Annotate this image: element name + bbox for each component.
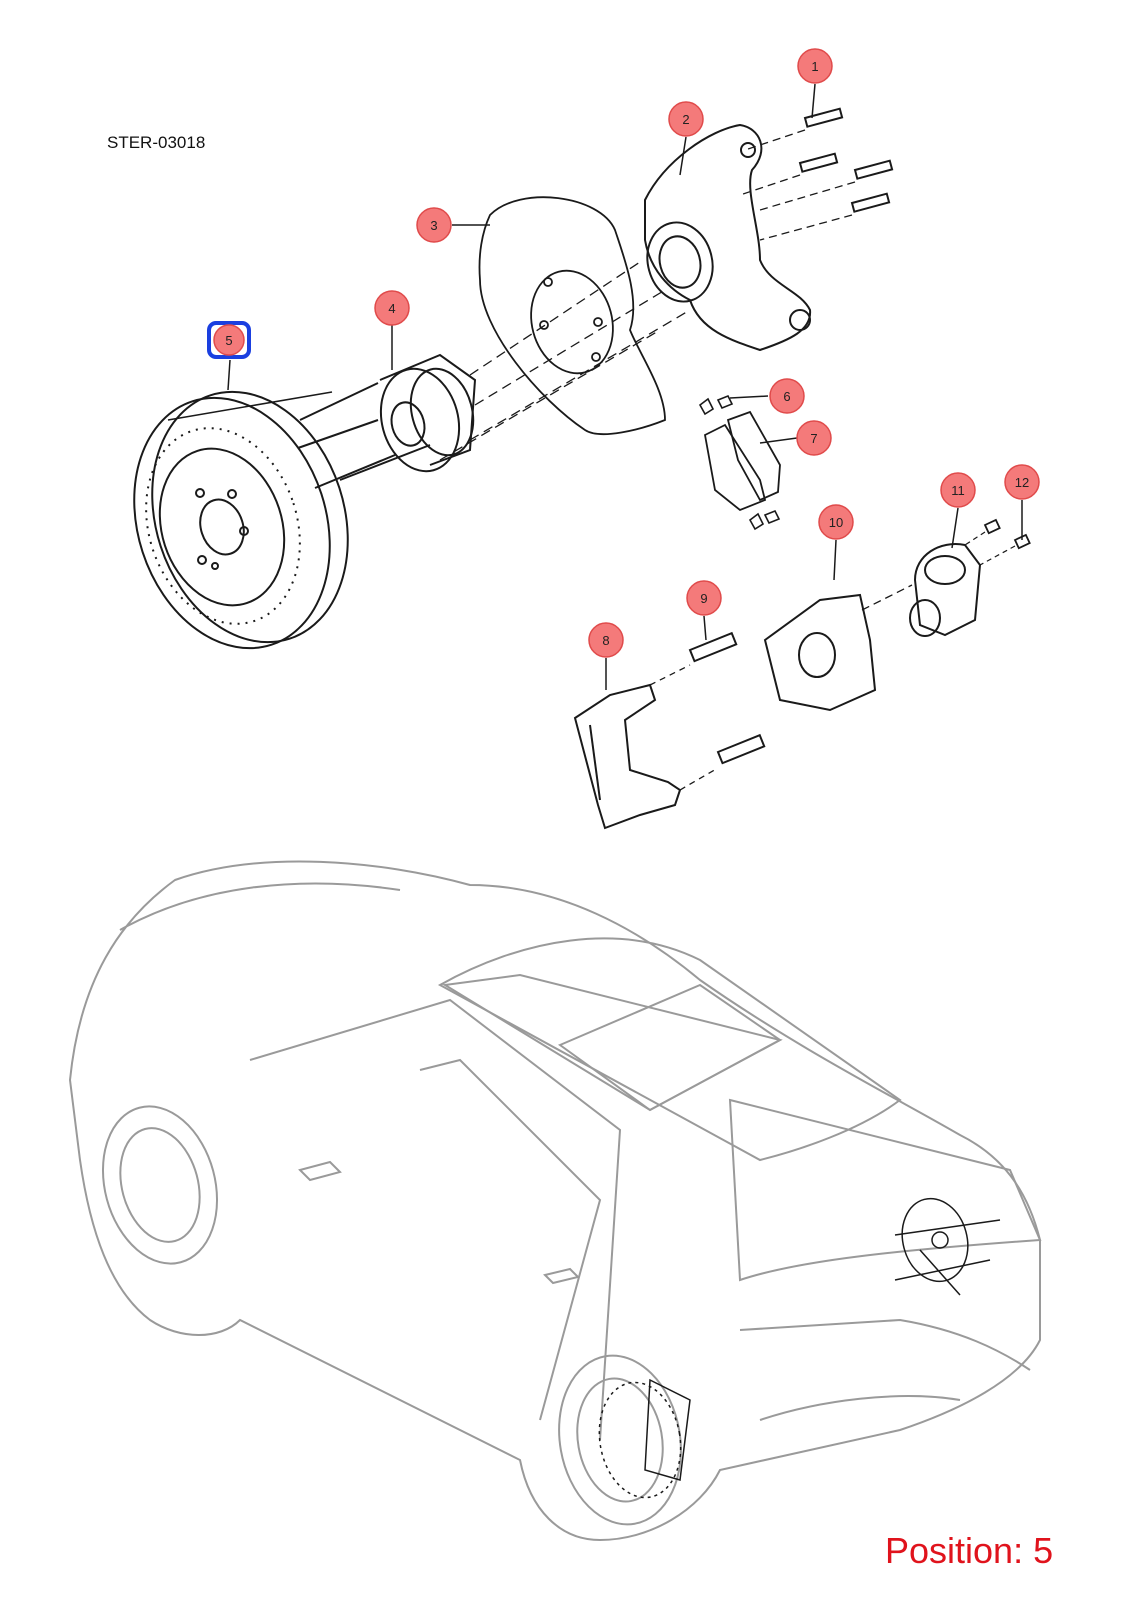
callout-3-label: 3 <box>430 218 437 233</box>
pad-clips[interactable] <box>698 394 781 531</box>
callout-10[interactable]: 10 <box>818 504 854 540</box>
vehicle-overview <box>68 860 1042 1542</box>
callout-9[interactable]: 9 <box>686 580 722 616</box>
vehicle-brake-assembly-front <box>598 1378 691 1499</box>
callout-7-label: 7 <box>810 431 817 446</box>
callout-3[interactable]: 3 <box>416 207 452 243</box>
callout-6[interactable]: 6 <box>769 378 805 414</box>
guide-pins[interactable] <box>649 631 766 791</box>
callout-1-label: 1 <box>811 59 818 74</box>
parking-brake-motor[interactable] <box>909 543 982 637</box>
dust-shield[interactable] <box>478 196 666 436</box>
steering-knuckle[interactable] <box>639 123 812 352</box>
screws[interactable] <box>964 518 1031 566</box>
callout-9-label: 9 <box>700 591 707 606</box>
callout-11[interactable]: 11 <box>940 472 976 508</box>
wheel-hub[interactable] <box>297 353 482 489</box>
vehicle-brake-assembly-rear <box>894 1197 1001 1296</box>
callout-6-label: 6 <box>783 389 790 404</box>
leader-lines <box>227 83 1023 690</box>
bolts[interactable] <box>739 107 894 241</box>
selected-callout-outline <box>207 321 251 359</box>
doc-id: STER-03018 <box>107 133 206 152</box>
caliper-bracket[interactable] <box>573 683 682 830</box>
callout-1[interactable]: 1 <box>797 48 833 84</box>
callout-4-label: 4 <box>388 301 395 316</box>
callout-2-label: 2 <box>682 112 689 127</box>
brake-caliper[interactable] <box>763 584 913 712</box>
callout-10-label: 10 <box>829 515 843 530</box>
callout-8[interactable]: 8 <box>588 622 624 658</box>
brake-pads[interactable] <box>703 410 781 512</box>
callout-11-label: 11 <box>951 483 965 498</box>
assembly-lines <box>439 261 691 461</box>
callout-12-label: 12 <box>1015 475 1029 490</box>
callout-12[interactable]: 12 <box>1004 464 1040 500</box>
callout-4[interactable]: 4 <box>374 290 410 326</box>
brake-disc[interactable] <box>103 366 379 674</box>
callout-8-label: 8 <box>602 633 609 648</box>
position-label: Position: 5 <box>885 1530 1054 1571</box>
callout-5-label: 5 <box>225 333 232 348</box>
callout-7[interactable]: 7 <box>796 420 832 456</box>
callout-5[interactable]: 5 <box>207 321 251 359</box>
callout-2[interactable]: 2 <box>668 101 704 137</box>
